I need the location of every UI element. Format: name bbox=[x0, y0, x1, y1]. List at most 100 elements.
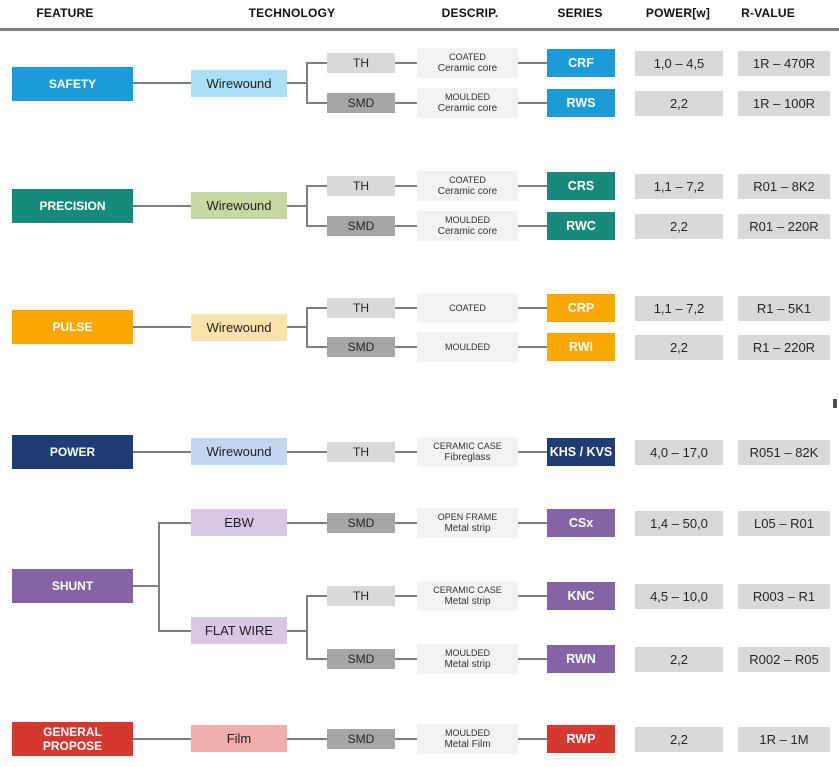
rvalue-box: R051 – 82K bbox=[738, 440, 830, 465]
connector-line bbox=[133, 585, 160, 587]
rvalue-value: R1 – 220R bbox=[752, 340, 816, 355]
descrip-line1: MOULDED bbox=[444, 647, 490, 658]
descrip-line1: COATED bbox=[449, 302, 486, 313]
connector-line bbox=[287, 522, 327, 524]
power-value: 2,2 bbox=[669, 732, 689, 747]
rvalue-box: R003 – R1 bbox=[738, 584, 830, 609]
connector-line bbox=[518, 738, 547, 740]
connector-line bbox=[158, 522, 191, 524]
series-label: CRF bbox=[568, 56, 594, 70]
mount-box-smd: SMD bbox=[327, 93, 395, 113]
power-value: 2,2 bbox=[669, 219, 689, 234]
mount-label: SMD bbox=[347, 219, 375, 233]
descrip-line1: MOULDED bbox=[444, 341, 490, 352]
rvalue-value: L05 – R01 bbox=[754, 516, 814, 531]
series-box-rwn: RWN bbox=[547, 645, 615, 673]
mount-box-smd: SMD bbox=[327, 337, 395, 357]
connector-line bbox=[306, 307, 327, 309]
feature-label: GENERAL PROPOSE bbox=[42, 725, 103, 753]
series-box-crs: CRS bbox=[547, 172, 615, 200]
power-box: 1,0 – 4,5 bbox=[635, 51, 723, 76]
rvalue-box: R002 – R05 bbox=[738, 647, 830, 672]
connector-line bbox=[395, 346, 417, 348]
series-label: KNC bbox=[567, 589, 595, 603]
series-label: RWI bbox=[568, 340, 594, 354]
mount-box-th: TH bbox=[327, 586, 395, 606]
power-value: 2,2 bbox=[669, 340, 689, 355]
power-box: 4,0 – 17,0 bbox=[635, 440, 723, 465]
connector-line bbox=[395, 451, 417, 453]
tech-box-flat-wire: FLAT WIRE bbox=[191, 617, 287, 644]
connector-line bbox=[306, 62, 327, 64]
feature-label: PRECISION bbox=[39, 199, 106, 213]
descrip-box: MOULDED Metal Film bbox=[417, 724, 518, 754]
tech-label: FLAT WIRE bbox=[204, 623, 274, 638]
connector-line bbox=[306, 307, 308, 348]
power-value: 1,1 – 7,2 bbox=[653, 301, 705, 316]
tech-box-wirewound: Wirewound bbox=[191, 192, 287, 219]
mount-label: SMD bbox=[347, 96, 375, 110]
descrip-line2: Fibreglass bbox=[444, 451, 491, 463]
connector-line bbox=[306, 185, 308, 227]
series-box-khs-kvs: KHS / KVS bbox=[547, 438, 615, 466]
power-value: 1,0 – 4,5 bbox=[653, 56, 705, 71]
connector-line bbox=[306, 658, 327, 660]
series-label: CRS bbox=[567, 179, 595, 193]
tech-label: Wirewound bbox=[206, 198, 272, 213]
header-rule bbox=[0, 28, 839, 31]
tech-box-wirewound: Wirewound bbox=[191, 314, 287, 341]
rvalue-value: 1R – 470R bbox=[752, 56, 816, 71]
series-label: RWP bbox=[566, 732, 596, 746]
column-header-feature: FEATURE bbox=[36, 6, 94, 20]
rvalue-box: R01 – 220R bbox=[738, 214, 830, 239]
tech-box-ebw: EBW bbox=[191, 509, 287, 536]
descrip-box: MOULDED Metal strip bbox=[417, 644, 518, 674]
power-box: 4,5 – 10,0 bbox=[635, 584, 723, 609]
mount-label: SMD bbox=[347, 340, 375, 354]
series-label: RWS bbox=[566, 96, 596, 110]
mount-box-th: TH bbox=[327, 53, 395, 73]
tech-label: Wirewound bbox=[206, 444, 272, 459]
rvalue-box: R1 – 5K1 bbox=[738, 296, 830, 321]
descrip-line1: CERAMIC CASE bbox=[433, 440, 502, 451]
series-box-rwp: RWP bbox=[547, 725, 615, 753]
rvalue-value: 1R – 1M bbox=[759, 732, 809, 747]
series-label: KHS / KVS bbox=[549, 445, 613, 459]
connector-line bbox=[518, 658, 547, 660]
series-label: CRP bbox=[567, 301, 595, 315]
mount-label: TH bbox=[353, 301, 369, 315]
column-header-technology: TECHNOLOGY bbox=[248, 6, 336, 20]
feature-label: SHUNT bbox=[51, 579, 94, 593]
mount-box-smd: SMD bbox=[327, 729, 395, 749]
connector-line bbox=[306, 225, 327, 227]
series-label: CSx bbox=[568, 516, 594, 530]
feature-label: POWER bbox=[49, 445, 96, 459]
connector-line bbox=[518, 346, 547, 348]
tech-box-wirewound: Wirewound bbox=[191, 70, 287, 97]
power-value: 2,2 bbox=[669, 652, 689, 667]
connector-line bbox=[287, 451, 327, 453]
series-box-rwi: RWI bbox=[547, 333, 615, 361]
descrip-line2: Ceramic core bbox=[437, 102, 498, 114]
mount-box-smd: SMD bbox=[327, 513, 395, 533]
power-box: 1,1 – 7,2 bbox=[635, 174, 723, 199]
connector-line bbox=[395, 102, 417, 104]
descrip-line2: Ceramic core bbox=[437, 62, 498, 74]
connector-line bbox=[306, 62, 308, 104]
descrip-box: MOULDED bbox=[417, 332, 518, 362]
tech-box-film: Film bbox=[191, 725, 287, 752]
feature-box-precision: PRECISION bbox=[12, 189, 133, 223]
connector-line bbox=[306, 595, 308, 660]
edge-artifact bbox=[833, 399, 837, 408]
connector-line bbox=[518, 185, 547, 187]
power-box: 1,1 – 7,2 bbox=[635, 296, 723, 321]
tech-label: Wirewound bbox=[206, 320, 272, 335]
connector-line bbox=[287, 630, 308, 632]
power-box: 2,2 bbox=[635, 214, 723, 239]
descrip-box: MOULDED Ceramic core bbox=[417, 211, 518, 241]
connector-line bbox=[287, 82, 308, 84]
connector-line bbox=[518, 451, 547, 453]
descrip-line2: Metal strip bbox=[444, 595, 491, 607]
connector-line bbox=[133, 326, 191, 328]
series-box-rwc: RWC bbox=[547, 212, 615, 240]
